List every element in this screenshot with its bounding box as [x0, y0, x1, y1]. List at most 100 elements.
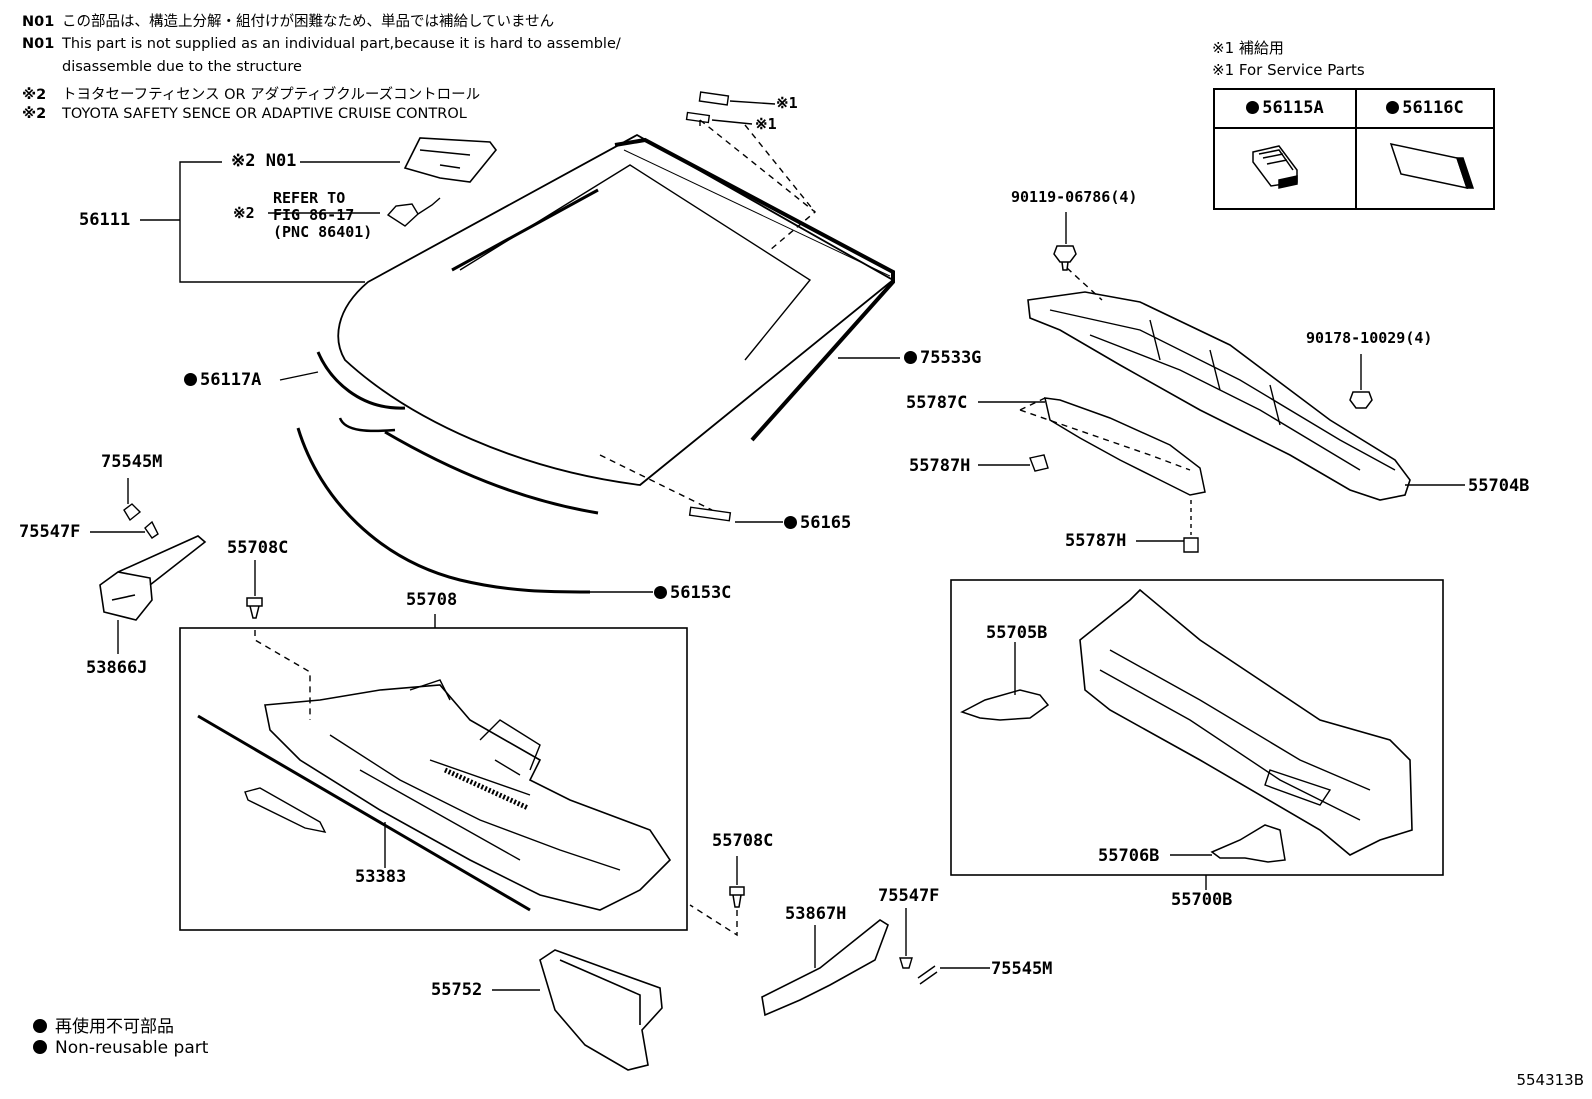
part-label-75545M-left: 75545M — [100, 452, 164, 472]
windshield-inner — [459, 164, 812, 361]
moulding-75533G — [614, 137, 895, 442]
note-code: ※2 — [22, 87, 47, 103]
service-part-header: 56115A — [1215, 90, 1355, 129]
service-mark: ※1 — [775, 94, 799, 112]
part-label-55700B: 55700B — [1170, 890, 1234, 910]
part-label-53383: 53383 — [354, 867, 408, 887]
legend-text-en: Non-reusable part — [55, 1038, 209, 1058]
part-label-90178: 90178-10029(4) — [1305, 329, 1434, 347]
seal-53866J — [99, 535, 207, 621]
note-row: ※2 TOYOTA SAFETY SENCE OR ADAPTIVE CRUISE… — [22, 106, 467, 122]
box-55700B — [950, 579, 1444, 876]
bracket-56111 — [140, 161, 365, 283]
part-56115A-image — [1252, 145, 1298, 189]
non-reusable-dot-icon — [654, 586, 667, 599]
cowl-top-55708 — [264, 684, 672, 911]
moulding-56153C — [296, 427, 591, 594]
part-label-53866J: 53866J — [85, 658, 149, 678]
part-number: 56153C — [670, 583, 732, 603]
legend-row-en: Non-reusable part — [33, 1038, 208, 1058]
service-part-cell: 56115A — [1215, 90, 1357, 208]
cowl-assembly-55700B — [1079, 588, 1413, 856]
dam-56165 — [688, 506, 732, 522]
refer-marker: ※2 — [232, 204, 256, 222]
part-label-56153C: 56153C — [653, 583, 733, 603]
part-label-n01: ※2 N01 — [230, 151, 298, 171]
note-row: ※2 トヨタセーフティセンス OR アダプティブクルーズコントロール — [22, 83, 480, 104]
box-55708 — [179, 627, 688, 931]
camera-bracket-part — [403, 137, 498, 183]
part-label-53867H: 53867H — [784, 904, 848, 924]
non-reusable-dot-icon — [784, 516, 797, 529]
bracket-55705B — [960, 689, 1050, 721]
windshield-glass — [337, 133, 895, 486]
note-text: TOYOTA SAFETY SENCE OR ADAPTIVE CRUISE C… — [62, 106, 467, 122]
refer-line: REFER TO — [273, 189, 346, 207]
seal-53383 — [197, 714, 531, 912]
legend-row-jp: 再使用不可部品 — [33, 1012, 174, 1037]
part-number: 56165 — [800, 513, 852, 533]
service-part-number: 56116C — [1402, 98, 1464, 118]
part-label-55708C-top: 55708C — [226, 538, 290, 558]
bracket-55706B — [1210, 824, 1286, 863]
part-label-56165: 56165 — [783, 513, 853, 533]
bolt-55787H-upper — [1029, 454, 1049, 472]
part-label-55787H-lower: 55787H — [1064, 531, 1128, 551]
service-parts-title-en: ※1 For Service Parts — [1212, 61, 1365, 79]
nut-90178 — [1349, 391, 1373, 409]
non-reusable-dot-icon — [33, 1019, 47, 1033]
bolt-55708C-top — [246, 597, 263, 619]
seal-53867H — [761, 919, 889, 1017]
service-part-header: 56116C — [1357, 90, 1493, 129]
non-reusable-dot-icon — [1386, 101, 1400, 114]
note-text: トヨタセーフティセンス OR アダプティブクルーズコントロール — [62, 87, 481, 103]
figure-number: 554313B — [1516, 1071, 1584, 1089]
part-label-55752: 55752 — [430, 980, 484, 1000]
sensor-part — [386, 197, 441, 227]
cover-bracket — [244, 787, 327, 833]
note-code: ※2 — [22, 106, 47, 122]
note-code: N01 — [22, 36, 55, 52]
part-label-56117A: 56117A — [183, 370, 263, 390]
bolt-55787H-lower — [1183, 537, 1199, 553]
part-label-55705B: 55705B — [985, 623, 1049, 643]
refer-line: FIG 86-17 — [273, 206, 355, 224]
part-label-55787H-upper: 55787H — [908, 456, 972, 476]
clip-75547F-left — [144, 520, 159, 539]
service-mark: ※1 — [754, 115, 778, 133]
refer-note: REFER TO FIG 86-17 (PNC 86401) — [273, 190, 372, 241]
part-label-75547F-left: 75547F — [18, 522, 82, 542]
note-text: この部品は、構造上分解・組付けが困難なため、単品では補給していません — [62, 14, 555, 30]
cover-55752 — [539, 949, 663, 1071]
part-number: 75533G — [920, 348, 982, 368]
part-56116C-image — [1389, 142, 1475, 190]
part-label-56111: 56111 — [78, 210, 132, 230]
clip-75545M-right — [917, 965, 938, 985]
service-part-number: 56115A — [1262, 98, 1324, 118]
moulding-lower — [384, 430, 599, 515]
spacer-1 — [698, 91, 730, 106]
part-number: 56117A — [200, 370, 262, 390]
bolt-55708C-bottom — [729, 886, 745, 908]
part-label-55708: 55708 — [405, 590, 459, 610]
part-label-75533G: 75533G — [903, 348, 983, 368]
part-label-55704B: 55704B — [1467, 476, 1531, 496]
service-parts-title-jp: ※1 補給用 — [1212, 39, 1284, 57]
note-text: This part is not supplied as an individu… — [62, 36, 621, 52]
note-row: N01 This part is not supplied as an indiv… — [22, 36, 621, 52]
part-label-55787C: 55787C — [905, 393, 969, 413]
service-parts-table: 56115A 56116C — [1213, 88, 1495, 210]
part-label-55706B: 55706B — [1097, 846, 1161, 866]
bolt-90119 — [1053, 245, 1077, 271]
legend-text-jp: 再使用不可部品 — [55, 1017, 174, 1037]
part-label-75547F-right: 75547F — [877, 886, 941, 906]
bracket-55787C — [1044, 397, 1206, 496]
note-code: N01 — [22, 14, 55, 30]
refer-line: (PNC 86401) — [273, 223, 373, 241]
clip-75545M-left — [123, 478, 142, 522]
cowl-panel-55704B — [1027, 291, 1411, 501]
clip-75547F-right — [899, 957, 913, 969]
part-label-55708C-bottom: 55708C — [711, 831, 775, 851]
